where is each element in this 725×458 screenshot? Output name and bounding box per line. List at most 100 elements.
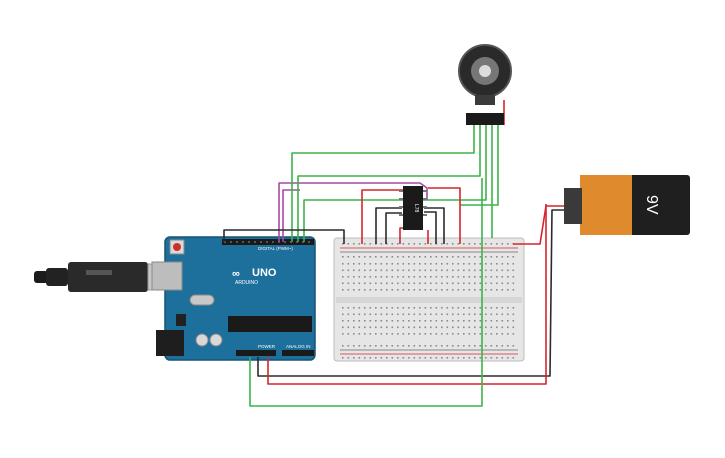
breadboard-hole[interactable]: [441, 320, 443, 322]
breadboard-hole[interactable]: [347, 276, 350, 278]
breadboard-hole[interactable]: [430, 282, 432, 285]
breadboard-hole[interactable]: [446, 243, 449, 245]
breadboard-hole[interactable]: [507, 256, 509, 258]
breadboard-hole[interactable]: [457, 320, 460, 322]
breadboard-hole[interactable]: [364, 326, 366, 329]
breadboard-hole[interactable]: [457, 282, 460, 285]
breadboard-hole[interactable]: [512, 269, 515, 272]
breadboard-hole[interactable]: [380, 307, 383, 309]
breadboard-hole[interactable]: [402, 289, 405, 291]
breadboard-hole[interactable]: [369, 333, 372, 335]
breadboard-hole[interactable]: [342, 326, 344, 329]
breadboard-hole[interactable]: [485, 313, 487, 316]
breadboard-hole[interactable]: [490, 269, 493, 272]
breadboard-hole[interactable]: [474, 289, 476, 291]
breadboard-hole[interactable]: [353, 345, 355, 347]
breadboard-hole[interactable]: [490, 263, 493, 265]
power-header[interactable]: [236, 350, 276, 356]
breadboard-hole[interactable]: [419, 282, 421, 285]
breadboard-hole[interactable]: [496, 313, 498, 316]
breadboard-hole[interactable]: [468, 263, 471, 265]
breadboard-hole[interactable]: [490, 307, 493, 309]
breadboard-hole[interactable]: [501, 243, 504, 245]
breadboard-hole[interactable]: [457, 357, 460, 359]
breadboard-hole[interactable]: [512, 313, 515, 316]
breadboard-hole[interactable]: [441, 269, 443, 272]
breadboard-hole[interactable]: [474, 263, 476, 265]
breadboard-hole[interactable]: [397, 243, 399, 245]
breadboard-hole[interactable]: [375, 263, 377, 265]
breadboard-hole[interactable]: [342, 289, 344, 291]
breadboard-hole[interactable]: [452, 282, 454, 285]
breadboard-hole[interactable]: [452, 320, 454, 322]
breadboard-hole[interactable]: [468, 256, 471, 258]
breadboard-hole[interactable]: [408, 289, 410, 291]
breadboard-hole[interactable]: [496, 243, 498, 245]
breadboard-hole[interactable]: [446, 333, 449, 335]
wire-green-motor-3[interactable]: [303, 125, 487, 242]
breadboard-hole[interactable]: [512, 256, 515, 258]
breadboard-hole[interactable]: [507, 320, 509, 322]
breadboard-hole[interactable]: [342, 333, 344, 335]
breadboard-hole[interactable]: [353, 256, 355, 258]
breadboard-hole[interactable]: [457, 333, 460, 335]
wire-red-2[interactable]: [428, 187, 461, 244]
breadboard-hole[interactable]: [413, 269, 416, 272]
breadboard-hole[interactable]: [375, 357, 377, 359]
breadboard-hole[interactable]: [485, 357, 487, 359]
breadboard-hole[interactable]: [435, 320, 438, 322]
breadboard-hole[interactable]: [474, 269, 476, 272]
breadboard-hole[interactable]: [369, 269, 372, 272]
breadboard-hole[interactable]: [441, 313, 443, 316]
breadboard-hole[interactable]: [413, 276, 416, 278]
breadboard-hole[interactable]: [490, 289, 493, 291]
breadboard-hole[interactable]: [402, 263, 405, 265]
breadboard-hole[interactable]: [402, 276, 405, 278]
breadboard-hole[interactable]: [496, 289, 498, 291]
breadboard-hole[interactable]: [402, 333, 405, 335]
breadboard-hole[interactable]: [364, 263, 366, 265]
breadboard-hole[interactable]: [413, 243, 416, 245]
breadboard-hole[interactable]: [501, 263, 504, 265]
breadboard-hole[interactable]: [512, 320, 515, 322]
breadboard-hole[interactable]: [507, 326, 509, 329]
breadboard-hole[interactable]: [386, 307, 388, 309]
breadboard-hole[interactable]: [430, 243, 432, 245]
breadboard-hole[interactable]: [490, 313, 493, 316]
breadboard-hole[interactable]: [512, 307, 515, 309]
wire-black-3[interactable]: [424, 211, 437, 244]
breadboard-hole[interactable]: [419, 320, 421, 322]
breadboard-hole[interactable]: [446, 282, 449, 285]
breadboard-hole[interactable]: [424, 243, 427, 245]
breadboard-hole[interactable]: [380, 282, 383, 285]
breadboard-hole[interactable]: [463, 307, 465, 309]
breadboard-hole[interactable]: [369, 289, 372, 291]
breadboard-hole[interactable]: [419, 313, 421, 316]
breadboard-hole[interactable]: [507, 307, 509, 309]
breadboard-hole[interactable]: [457, 313, 460, 316]
breadboard-hole[interactable]: [463, 357, 465, 359]
breadboard-hole[interactable]: [430, 313, 432, 316]
breadboard-hole[interactable]: [391, 357, 394, 359]
breadboard-hole[interactable]: [496, 307, 498, 309]
breadboard-hole[interactable]: [474, 307, 476, 309]
breadboard-hole[interactable]: [342, 256, 344, 258]
breadboard-hole[interactable]: [435, 289, 438, 291]
breadboard-hole[interactable]: [485, 320, 487, 322]
breadboard-hole[interactable]: [375, 333, 377, 335]
breadboard-hole[interactable]: [402, 269, 405, 272]
breadboard-hole[interactable]: [375, 269, 377, 272]
wire-red-battery[interactable]: [513, 205, 566, 245]
breadboard-hole[interactable]: [364, 256, 366, 258]
breadboard-hole[interactable]: [358, 269, 361, 272]
breadboard-hole[interactable]: [424, 357, 427, 359]
breadboard-hole[interactable]: [353, 276, 355, 278]
breadboard-hole[interactable]: [342, 320, 344, 322]
breadboard-hole[interactable]: [391, 320, 394, 322]
wire-green-bottom[interactable]: [249, 178, 483, 407]
breadboard-hole[interactable]: [397, 326, 399, 329]
breadboard-hole[interactable]: [397, 333, 399, 335]
breadboard-hole[interactable]: [347, 256, 350, 258]
breadboard-hole[interactable]: [452, 307, 454, 309]
breadboard-hole[interactable]: [424, 263, 427, 265]
